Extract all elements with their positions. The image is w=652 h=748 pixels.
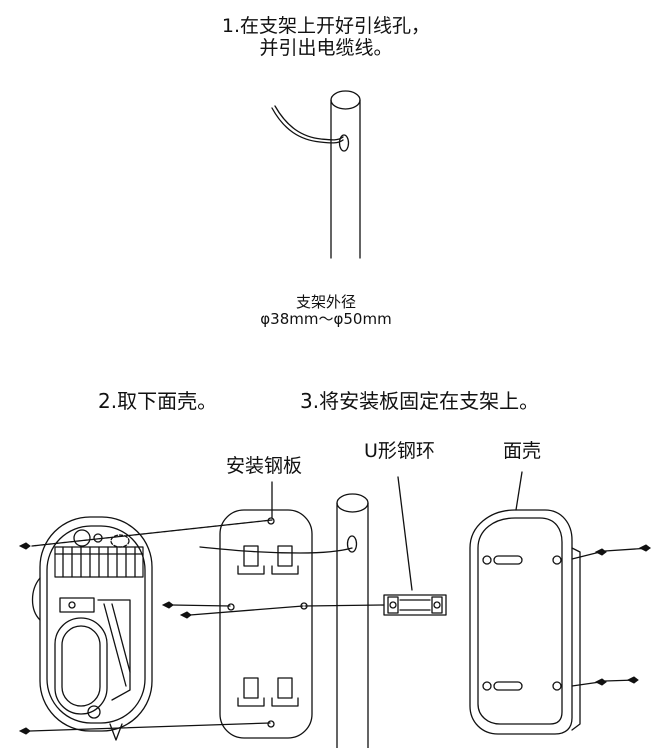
mounting-plate [199, 509, 353, 739]
cover [469, 509, 581, 735]
step2-text: 2.取下面壳。 [98, 389, 218, 413]
step1-line1: 1.在支架上开好引线孔， [221, 15, 431, 37]
screw-guides [29, 519, 651, 732]
spec-line1: 支架外径 [295, 293, 356, 311]
step1-line2: 并引出电缆线。 [259, 36, 393, 59]
top-pole [330, 90, 361, 259]
cover-label: 面壳 [503, 440, 542, 462]
top-cable [271, 105, 344, 144]
u-ring-label: U形钢环 [364, 440, 435, 462]
screws [18, 542, 651, 735]
u-ring [383, 594, 447, 616]
bottom-pole [336, 493, 369, 748]
mounting-plate-label: 安装钢板 [226, 455, 303, 477]
spec-line2: φ38mm～φ50mm [260, 310, 392, 329]
step1-text: 1.在支架上开好引线孔， 并引出电缆线。 [0, 15, 652, 60]
detector-body [31, 516, 153, 741]
step3-text: 3.将安装板固定在支架上。 [300, 389, 540, 413]
pole-diameter-spec: 支架外径 φ38mm～φ50mm [0, 293, 652, 329]
leader-lines [271, 471, 523, 591]
top-cable-hole [338, 134, 350, 152]
